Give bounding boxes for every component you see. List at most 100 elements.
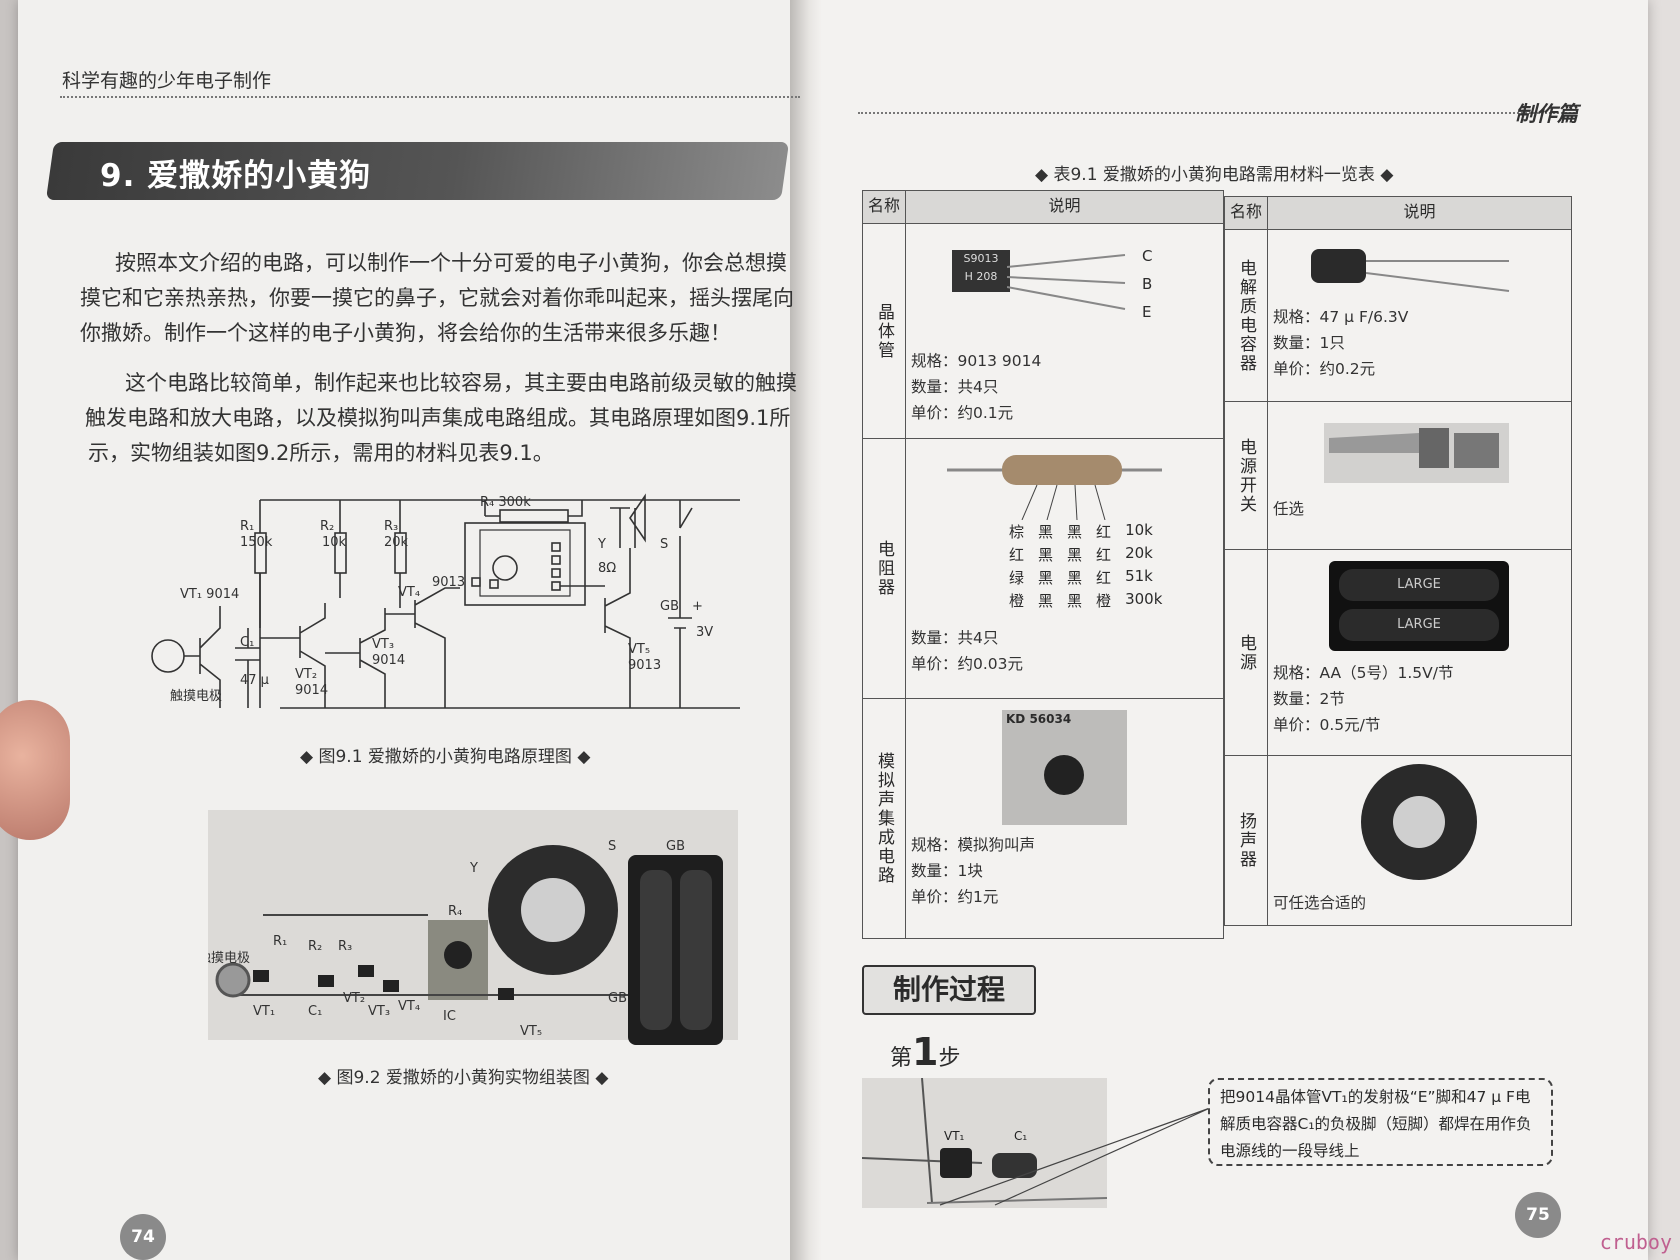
running-title-right: 制作篇 bbox=[1515, 102, 1578, 126]
cc-2-4: 51k bbox=[1125, 567, 1153, 585]
vt2-label: VT₂ bbox=[295, 667, 317, 682]
transistor-spec: 规格：9013 9014 bbox=[911, 352, 1042, 370]
cc-2-3: 红 bbox=[1096, 569, 1112, 587]
capacitor-price: 单价：约0.2元 bbox=[1273, 360, 1376, 378]
cc-0-3: 红 bbox=[1096, 523, 1112, 541]
switch-drawing bbox=[1324, 423, 1509, 483]
cc-0-1: 黑 bbox=[1038, 523, 1054, 541]
battery-voltage: 3V bbox=[696, 625, 713, 640]
ic-qty: 数量：1块 bbox=[911, 862, 983, 880]
capacitor-qty: 数量：1只 bbox=[1273, 334, 1345, 352]
speaker-spec: 可任选合适的 bbox=[1273, 894, 1367, 912]
battery-spec: 规格：AA（5号）1.5V/节 bbox=[1273, 664, 1454, 682]
pin-c: C bbox=[1142, 247, 1153, 265]
cc-1-0: 红 bbox=[1009, 546, 1025, 564]
paragraph-line-1: 按照本文介绍的电路，可以制作一个十分可爱的电子小黄狗，你会总想摸 bbox=[115, 251, 787, 275]
row-name-speaker: 扬声器 bbox=[1224, 755, 1268, 926]
step-1-note: 把9014晶体管VT₁的发射极“E”脚和47 μ F电解质电容器C₁的负极脚（短… bbox=[1208, 1078, 1553, 1166]
page-number-right: 75 bbox=[1515, 1192, 1561, 1238]
switch-label: S bbox=[660, 537, 668, 552]
row-name-ic: 模拟声集成电路 bbox=[862, 698, 906, 939]
row-desc-capacitor: 规格：47 μ F/6.3V 数量：1只 单价：约0.2元 bbox=[1267, 229, 1572, 402]
battery-cell-2: LARGE bbox=[1339, 609, 1499, 641]
parts-table-right: 名称 说明 电解质电容器 规格：47 μ F/6.3V 数量：1只 单价：约0.… bbox=[1224, 196, 1572, 926]
c1-value: 47 μ bbox=[240, 673, 269, 688]
row-desc-ic: KD 56034 规格：模拟狗叫声 数量：1块 单价：约1元 bbox=[905, 698, 1224, 939]
header-divider-left bbox=[60, 96, 800, 98]
thumb bbox=[0, 700, 70, 840]
figure-9-1-caption: ◆ 图9.1 爱撒娇的小黄狗电路原理图 ◆ bbox=[300, 747, 591, 767]
speaker-label: Y bbox=[597, 537, 606, 552]
battery-cell-1: LARGE bbox=[1339, 569, 1499, 601]
photo-battery-label: GB bbox=[666, 839, 685, 854]
touch-electrode-label: 触摸电极 bbox=[170, 689, 222, 704]
step-photo-c1: C₁ bbox=[1014, 1129, 1027, 1143]
resistor-qty: 数量：共4只 bbox=[911, 629, 999, 647]
step-photo-vt1: VT₁ bbox=[944, 1129, 965, 1143]
vt4-label: VT₄ bbox=[398, 585, 420, 600]
cc-1-4: 20k bbox=[1125, 544, 1153, 562]
paragraph-line-6: 示，实物组装如图9.2所示，需用的材料见表9.1。 bbox=[88, 441, 554, 465]
step-suffix: 步 bbox=[938, 1046, 961, 1071]
step-photo bbox=[862, 1078, 1107, 1208]
row-desc-switch: 任选 bbox=[1267, 401, 1572, 550]
section-title: 制作过程 bbox=[862, 965, 1036, 1015]
row-desc-battery: LARGE LARGE 规格：AA（5号）1.5V/节 数量：2节 单价：0.5… bbox=[1267, 549, 1572, 756]
page-number-left: 74 bbox=[120, 1214, 166, 1260]
speaker-ohm: 8Ω bbox=[598, 561, 616, 576]
cc-1-3: 红 bbox=[1096, 546, 1112, 564]
step-prefix: 第 bbox=[890, 1046, 913, 1071]
battery-price: 单价：0.5元/节 bbox=[1273, 716, 1381, 734]
photo-r1-label: R₁ bbox=[273, 934, 287, 949]
photo-touch-label: 触摸电极 bbox=[208, 951, 250, 966]
left-page bbox=[18, 0, 808, 1260]
pin-e: E bbox=[1142, 303, 1152, 321]
transistor-qty: 数量：共4只 bbox=[911, 378, 999, 396]
photo-r2-label: R₂ bbox=[308, 939, 322, 954]
transistor-leads bbox=[1007, 254, 1126, 310]
cc-0-0: 棕 bbox=[1009, 523, 1025, 541]
r1-value: 150k bbox=[240, 535, 273, 550]
battery-holder: LARGE LARGE bbox=[1329, 561, 1509, 651]
step-heading: 第1步 bbox=[890, 1030, 960, 1074]
row-name-battery: 电源 bbox=[1224, 549, 1268, 756]
row-desc-transistor: S9013 H 208 C B E 规格：9013 9014 数量：共4只 单价… bbox=[905, 223, 1224, 439]
row-name-resistor: 电阻器 bbox=[862, 438, 906, 699]
cc-3-1: 黑 bbox=[1038, 592, 1054, 610]
photo-vt2-label: VT₂ bbox=[343, 991, 365, 1006]
ic-spec: 规格：模拟狗叫声 bbox=[911, 836, 1036, 854]
switch-spec: 任选 bbox=[1273, 500, 1305, 518]
header-divider-right bbox=[858, 112, 1578, 114]
cc-2-2: 黑 bbox=[1067, 569, 1083, 587]
r2-label: R₂ bbox=[320, 519, 334, 534]
c1-label: C₁ bbox=[240, 635, 254, 650]
photo-c1-label: C₁ bbox=[308, 1004, 322, 1019]
photo-vt3-label: VT₃ bbox=[368, 1004, 390, 1019]
callout-lines bbox=[939, 1107, 1211, 1206]
photo-vt5-label: VT₅ bbox=[520, 1024, 542, 1039]
circuit-schematic: R₁ 150k R₂ 10k R₃ 20k R₄ 300k VT₁ 9014 V… bbox=[151, 493, 740, 709]
photo-r3-label: R₃ bbox=[338, 939, 352, 954]
cc-3-3: 橙 bbox=[1096, 592, 1112, 610]
cc-0-4: 10k bbox=[1125, 521, 1153, 539]
header-name: 名称 bbox=[862, 190, 906, 224]
photo-speaker-label: Y bbox=[469, 861, 478, 876]
row-desc-speaker: 可任选合适的 bbox=[1267, 755, 1572, 926]
header-desc: 说明 bbox=[905, 190, 1224, 224]
header-desc-2: 说明 bbox=[1267, 196, 1572, 230]
capacitor-drawing bbox=[1311, 249, 1510, 292]
r3-value: 20k bbox=[384, 535, 409, 550]
assembly-photo-drawing: Y S GB GB R₄ R₁ R₂ R₃ 触摸电极 VT₁ C₁ VT₂ VT… bbox=[208, 839, 723, 1045]
vt3-label: VT₃ bbox=[372, 637, 394, 652]
photo-battery-label-2: GB bbox=[608, 991, 627, 1006]
resistor-price: 单价：约0.03元 bbox=[911, 655, 1024, 673]
cc-2-1: 黑 bbox=[1038, 569, 1054, 587]
running-title-left: 科学有趣的少年电子制作 bbox=[62, 70, 272, 92]
resistor-drawing bbox=[947, 455, 1162, 520]
photo-ic-label: IC bbox=[443, 1009, 456, 1024]
book-gutter bbox=[790, 0, 822, 1260]
ic-blob bbox=[1044, 755, 1084, 795]
paragraph-line-5: 触发电路和放大电路，以及模拟狗叫声集成电路组成。其电路原理如图9.1所 bbox=[85, 406, 791, 430]
